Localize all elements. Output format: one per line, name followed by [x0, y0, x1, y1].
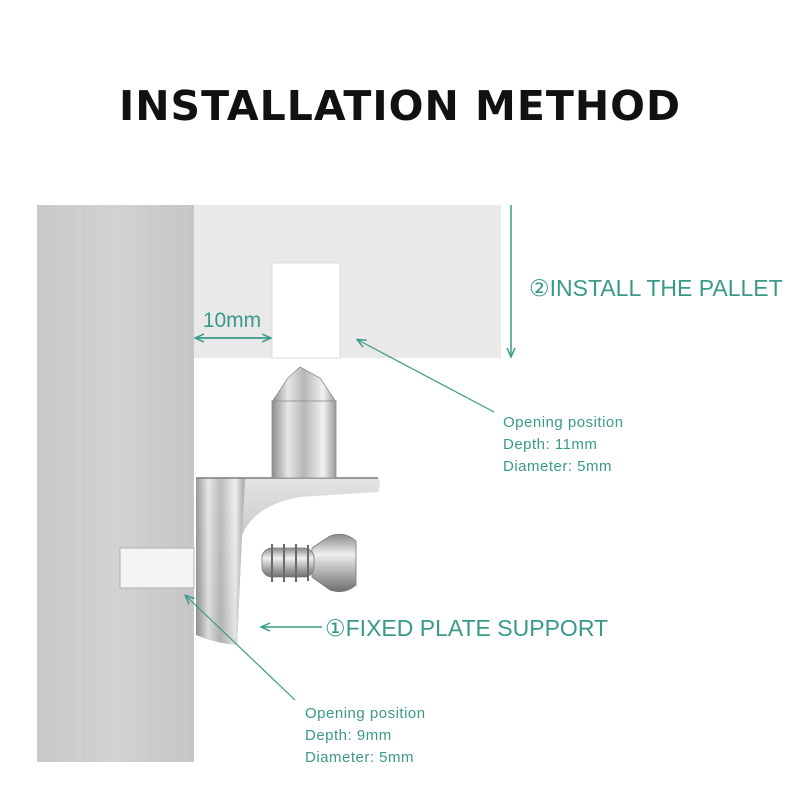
dimension-10mm: 10mm: [196, 309, 270, 338]
page-title: INSTALLATION METHOD: [118, 82, 682, 130]
wall-hole-leader: [186, 596, 296, 701]
pin: [271, 366, 337, 479]
step-2-number: ②: [529, 275, 550, 301]
step-1-number: ①: [325, 615, 346, 641]
annotation-line: Opening position: [305, 705, 426, 722]
step-install-pallet: ②INSTALL THE PALLET: [529, 275, 783, 301]
step-1-label: FIXED PLATE SUPPORT: [346, 615, 608, 641]
step-fixed-plate: ①FIXED PLATE SUPPORT: [325, 615, 608, 641]
annotation-line: Depth: 9mm: [305, 727, 392, 744]
annotation-line: Diameter: 5mm: [305, 749, 414, 766]
annotation-line: Opening position: [503, 414, 624, 431]
step-2-label: INSTALL THE PALLET: [550, 275, 783, 301]
shelf-panel: [194, 205, 501, 359]
annotation-shelf-opening: Opening position Depth: 11mm Diameter: 5…: [503, 414, 628, 475]
annotation-line: Diameter: 5mm: [503, 458, 612, 475]
wall-hole: [119, 547, 195, 589]
annotation-wall-opening: Opening position Depth: 9mm Diameter: 5m…: [305, 705, 430, 766]
screw: [261, 533, 357, 593]
shelf-hole: [271, 262, 341, 359]
wall-panel: [37, 205, 194, 762]
dimension-label: 10mm: [203, 309, 261, 332]
shelf-hole-leader: [358, 340, 495, 413]
annotation-line: Depth: 11mm: [503, 436, 597, 453]
